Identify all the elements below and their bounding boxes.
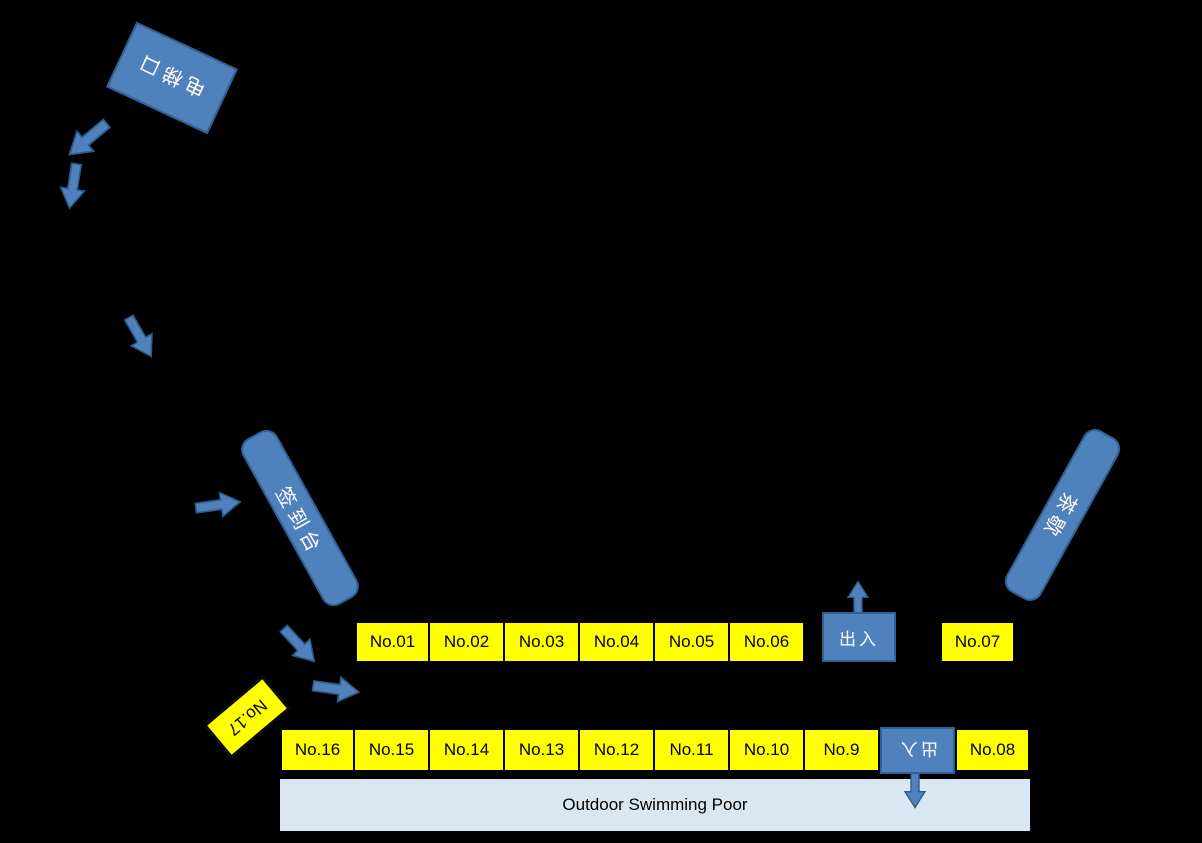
arrow-right-icon-2 (311, 675, 361, 704)
arrow-down-right-icon (123, 314, 153, 358)
signin-desk-label: 签到台 (271, 483, 327, 560)
exit-top-box: 出入 (822, 612, 896, 662)
booth-row-top: No.01 No.02 No.03 No.04 No.05 No.06 (355, 621, 805, 663)
arrow-down-left-icon (68, 118, 112, 156)
booth-box: No.10 (730, 728, 805, 772)
tea-break-bar: 茶歇 (1000, 424, 1125, 606)
booth-box: No.12 (580, 728, 655, 772)
elevator-entrance-label: 电梯口 (132, 48, 210, 101)
booth-box: No.15 (355, 728, 430, 772)
tea-break-label: 茶歇 (1037, 488, 1081, 544)
arrow-right-icon (194, 491, 242, 518)
booth-box: No.11 (655, 728, 730, 772)
signin-desk-bar: 签到台 (236, 425, 364, 611)
exit-top-label: 出入 (839, 629, 879, 649)
booth-box: No.05 (655, 621, 730, 663)
booth-box: No.13 (505, 728, 580, 772)
booth-box: No.14 (430, 728, 505, 772)
elevator-entrance-box: 电梯口 (106, 21, 238, 135)
arrow-down-right-icon-2 (279, 624, 316, 663)
booth-box: No.02 (430, 621, 505, 663)
booth-row-bottom: No.16 No.15 No.14 No.13 No.12 No.11 No.1… (280, 728, 880, 772)
booth-box: No.16 (280, 728, 355, 772)
arrow-down-icon (59, 162, 86, 210)
booth-box: No.9 (805, 728, 880, 772)
booth-box: No.08 (955, 728, 1030, 772)
pool-area: Outdoor Swimming Poor (280, 779, 1030, 831)
booth-box: No.07 (940, 621, 1015, 663)
arrow-down-icon-2 (903, 769, 927, 809)
booth-box: No.04 (580, 621, 655, 663)
booth-box-rotated: No.17 (204, 676, 290, 758)
booth-box: No.06 (730, 621, 805, 663)
pool-label: Outdoor Swimming Poor (562, 795, 748, 814)
booth-box: No.01 (355, 621, 430, 663)
exit-bottom-label: 出入 (897, 739, 938, 758)
exit-bottom-box: 出入 (880, 727, 955, 774)
booth-box: No.03 (505, 621, 580, 663)
